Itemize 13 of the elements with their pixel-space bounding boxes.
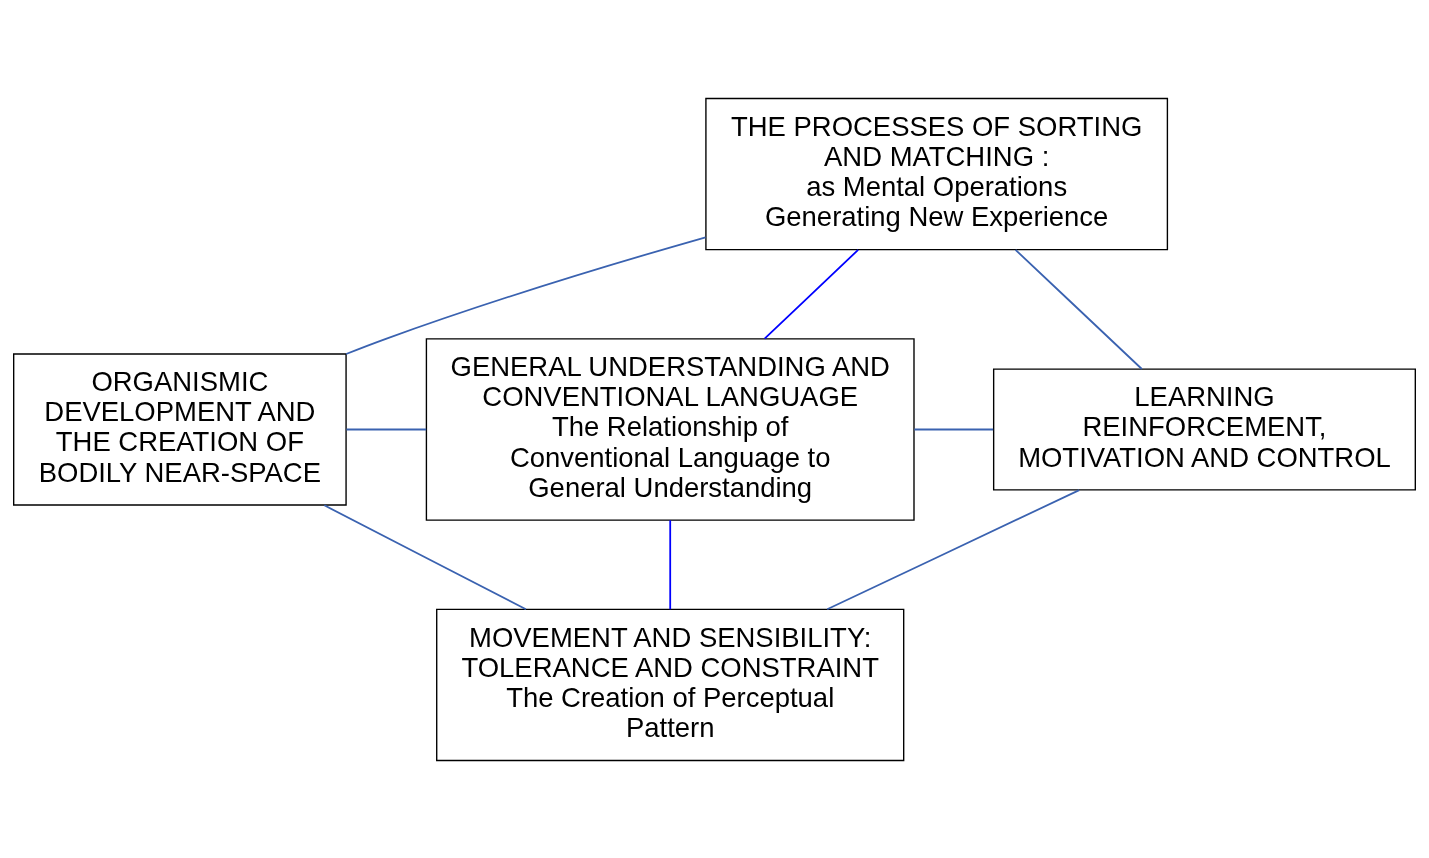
node-box: THE PROCESSES OF SORTING AND MATCHING : as Mental Operations Generating New Experience <box>705 97 1169 250</box>
node-box: LEARNING REINFORCEMENT, MOTIVATION AND CONTROL <box>992 367 1416 491</box>
connector <box>345 235 707 355</box>
connector <box>669 518 672 610</box>
connector <box>323 503 527 610</box>
connector <box>826 488 1081 610</box>
connector <box>345 428 428 430</box>
connector <box>1014 248 1143 370</box>
node-box: ORGANISMIC DEVELOPMENT AND THE CREATION OF BODILY NEAR-SPACE <box>13 352 347 506</box>
node-box: GENERAL UNDERSTANDING AND CONVENTIONAL LANGUAGE The Relationship of Conventional Language to General Understanding <box>425 337 915 521</box>
node-box: MOVEMENT AND SENSIBILITY: TOLERANCE AND CONSTRAINT The Creation of Perceptual Pattern <box>436 608 905 761</box>
connector <box>763 248 860 339</box>
connector <box>913 428 995 430</box>
